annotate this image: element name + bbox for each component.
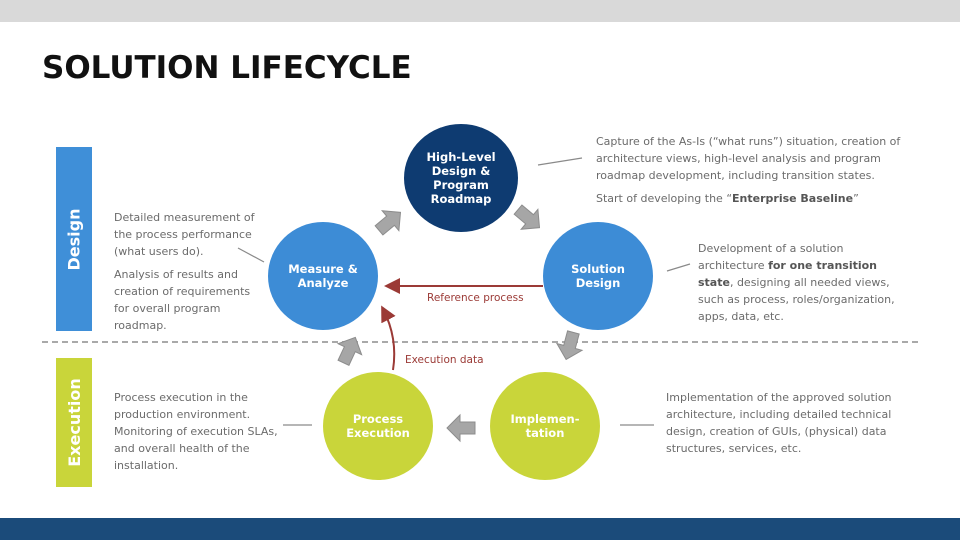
arrow-solution-to-impl [555, 330, 584, 361]
measure-description: Detailed measurement of the process perf… [114, 209, 264, 340]
measure-description-p1: Detailed measurement of the process perf… [114, 211, 255, 258]
impl-description: Implementation of the approved solution … [666, 389, 898, 463]
transition-state-text: for one transition state [698, 259, 878, 289]
node-high-level-design: High-Level Design & Program Roadmap [404, 124, 518, 232]
bottom-bar [0, 518, 960, 540]
top-bar [0, 0, 960, 22]
enterprise-baseline-text: Enterprise Baseline [732, 192, 854, 205]
measure-description-p2: Analysis of results and creation of requ… [114, 268, 251, 332]
arrow-process-to-measure [336, 336, 363, 366]
hld-p2-prefix: Start of developing the “ [596, 192, 733, 205]
solution-description: Development of a solution architecture f… [698, 240, 910, 331]
node-measure-analyze: Measure & Analyze [268, 222, 378, 330]
hld-connector-line [537, 157, 583, 166]
measure-connector-line [237, 247, 265, 263]
process-description: Process execution in the production envi… [114, 389, 284, 480]
execution-phase-bar: Execution [56, 358, 92, 487]
process-description-p1: Process execution in the production envi… [114, 391, 278, 472]
node-solution-design: Solution Design [543, 222, 653, 330]
node-implementation: Implemen- tation [490, 372, 600, 480]
hld-description: Capture of the As-Is (“what runs”) situa… [596, 133, 916, 213]
solution-connector-line [666, 263, 691, 272]
hld-description-p1: Capture of the As-Is (“what runs”) situa… [596, 135, 901, 182]
hld-p2-suffix: ” [853, 192, 859, 205]
execution-data-label: Execution data [405, 354, 484, 366]
page-title: SOLUTION LIFECYCLE [42, 50, 412, 86]
phase-divider [42, 341, 918, 343]
solution-prefix: Development of a solution architecture [698, 242, 844, 272]
solution-suffix: , designing all needed views, such as pr… [698, 276, 895, 323]
arrow-measure-to-hld [374, 210, 402, 236]
node-process-execution: Process Execution [323, 372, 433, 480]
design-phase-bar: Design [56, 147, 92, 331]
arrow-hld-to-solution [513, 204, 541, 230]
solution-description-p1: Development of a solution architecture f… [698, 240, 910, 325]
impl-description-p1: Implementation of the approved solution … [666, 391, 892, 455]
arrow-impl-to-process [446, 413, 476, 443]
execution-data-arrow [381, 305, 396, 371]
reference-process-label: Reference process [427, 292, 524, 304]
hld-description-p2: Start of developing the “Enterprise Base… [596, 190, 916, 207]
